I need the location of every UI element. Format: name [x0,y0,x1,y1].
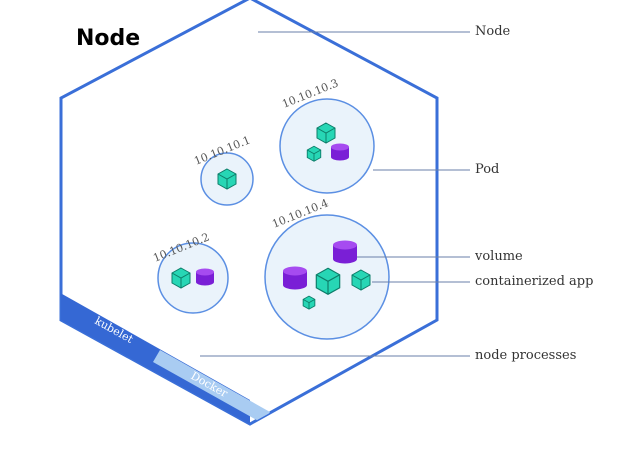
node-hexagon [59,0,439,426]
containerized-app-callout-label: containerized app [475,274,593,289]
container-icon [171,267,191,289]
diagram-title: Node [76,26,141,51]
container-icon [302,295,316,310]
kubelet-strip [61,290,250,424]
node-process-strips [61,290,270,424]
volume-icon [196,268,214,286]
pod-circle [157,242,229,314]
node-processes-callout-label: node processes [475,348,576,363]
container-icon [306,145,322,162]
container-icon [315,267,341,295]
pod-10-10-10-4: 10.10.10.4 [264,196,390,340]
pod-circle [279,98,375,194]
container-icon [217,168,237,190]
callout-lines [200,31,470,357]
volume-icon [331,143,349,161]
container-icon [316,122,336,144]
node-callout-label: Node [475,24,511,39]
pod-callout-label: Pod [475,162,499,177]
container-icon [351,269,371,291]
volume-icon [283,266,307,290]
volume-callout-label: volume [474,249,523,264]
volume-icon [333,240,357,264]
docker-strip [153,350,270,423]
